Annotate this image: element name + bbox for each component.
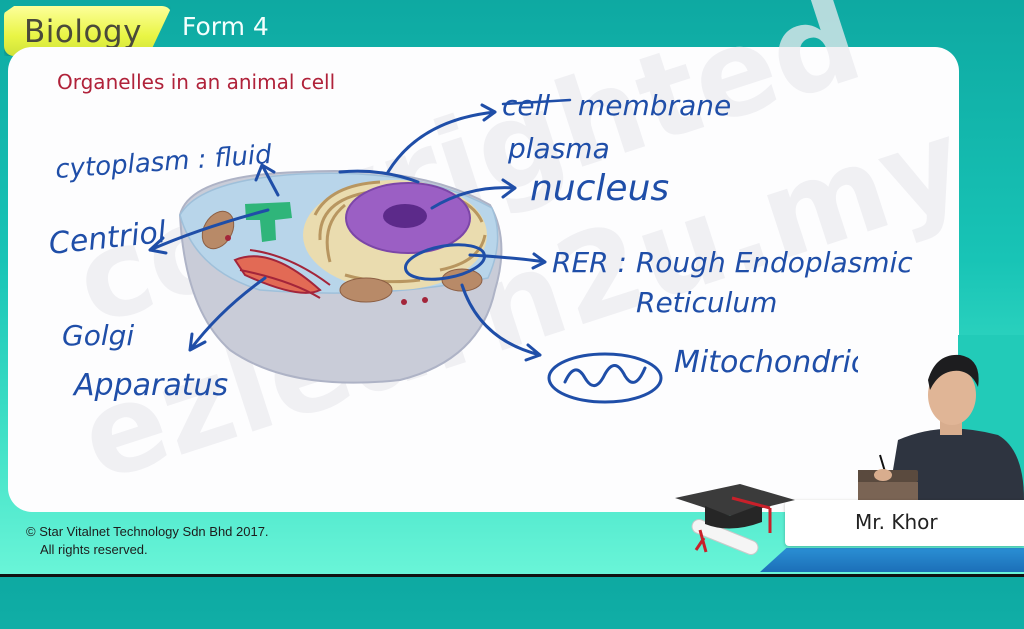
copyright-line-1: © Star Vitalnet Technology Sdn Bhd 2017.: [26, 524, 269, 539]
presenter-shirt: [888, 428, 1024, 500]
animal-cell-illustration: [178, 169, 503, 384]
form-label: Form 4: [182, 12, 269, 41]
label-centriole: Centriol: [47, 215, 168, 262]
label-rer-2: Reticulum: [636, 286, 777, 319]
arrow-centriole: [148, 208, 270, 255]
label-membrane: membrane: [578, 89, 731, 122]
video-bottom-edge: [0, 574, 1024, 577]
slide-title: Organelles in an animal cell: [57, 70, 336, 94]
golgi-shape: [233, 249, 331, 299]
graduation-cap-icon: [675, 484, 795, 555]
arrow-mitochondrion: [460, 283, 542, 362]
presenter-name: Mr. Khor: [855, 510, 938, 534]
label-cell-struck: cell: [502, 89, 550, 122]
arrow-cytoplasm: [254, 163, 280, 197]
label-mitochondrion: Mitochondrion: [674, 345, 888, 380]
name-bar-blue-stripe: [760, 548, 1024, 572]
presenter-hair: [928, 354, 979, 390]
label-plasma: plasma: [507, 132, 610, 165]
label-rer-1: RER : Rough Endoplasmic: [552, 246, 913, 279]
mitochondrion-sketch: [547, 352, 663, 404]
rer-circle: [404, 243, 486, 281]
copyright-notice: © Star Vitalnet Technology Sdn Bhd 2017.…: [26, 523, 269, 559]
strike-cell: [501, 98, 572, 106]
subject-label: Biology: [24, 14, 142, 50]
label-nucleus: nucleus: [530, 168, 669, 209]
arrow-nucleus: [430, 178, 517, 210]
copyright-line-2: All rights reserved.: [40, 542, 148, 557]
label-golgi-1: Golgi: [62, 319, 134, 352]
presenter-name-bar: [665, 484, 1024, 572]
nucleolus-shape: [383, 204, 427, 228]
presenter-face: [928, 365, 976, 425]
arrow-rer: [468, 252, 547, 270]
presenter-video: [858, 335, 1024, 500]
name-bar-plate: [785, 500, 1024, 546]
annotation-labels: cytoplasm : fluid Centriol Golgi Apparat…: [47, 89, 913, 403]
arrow-golgi: [188, 276, 267, 352]
label-golgi-2: Apparatus: [72, 368, 228, 403]
arrow-membrane: [338, 103, 497, 184]
annotation-arrows: [148, 98, 663, 404]
cell-diagram: cytoplasm : fluid Centriol Golgi Apparat…: [47, 89, 913, 404]
